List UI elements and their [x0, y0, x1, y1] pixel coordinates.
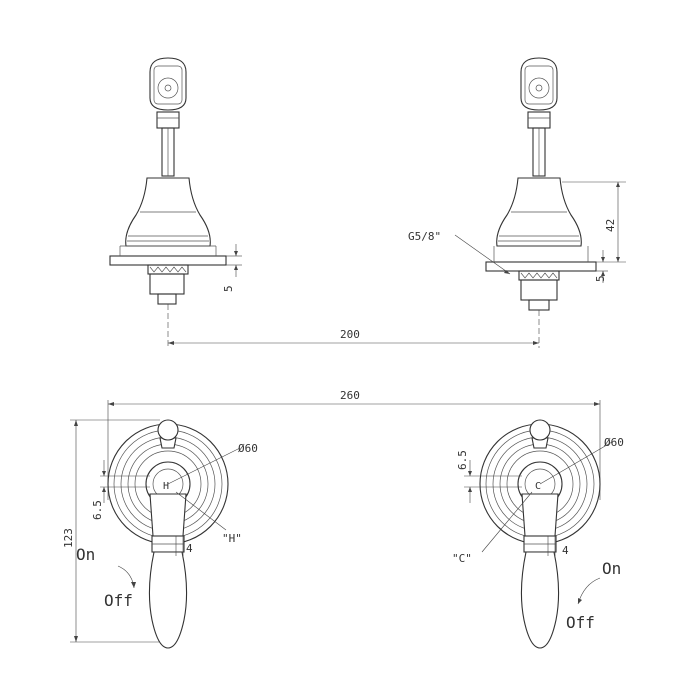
side-view-left-valve: 5 [109, 57, 242, 348]
thread-size-label: G5/8" [408, 230, 441, 243]
flange-dimension-right: 5 [594, 275, 607, 282]
off-label-right: Off [566, 613, 595, 632]
hot-label: "H" [222, 532, 242, 545]
on-label-left: On [76, 545, 95, 564]
side-view-right-valve: 42 5 G5/8" [408, 57, 626, 348]
turn-arrow-left [117, 565, 135, 589]
overall-height-text: 123 [62, 528, 75, 548]
overall-height-dimension: 123 [62, 419, 160, 643]
cold-label: "C" [452, 552, 472, 565]
lever-dimension-left: 4 [186, 542, 193, 555]
front-view-cold-valve: C "C" Ø60 6.5 4 On Off [452, 419, 624, 649]
flange-dimension-left: 5 [222, 285, 235, 292]
hot-mark-inner: H [163, 481, 169, 492]
spacing-dimension-text: 200 [340, 328, 360, 341]
front-view-hot-valve: H "H" Ø60 6.5 4 On Off [76, 419, 258, 649]
off-label-left: Off [104, 591, 133, 610]
diameter-left: Ø60 [238, 442, 258, 455]
diameter-right: Ø60 [604, 436, 624, 449]
on-label-right: On [602, 559, 621, 578]
spacing-dimension: 200 [168, 328, 539, 345]
body-height-dimension: 42 [604, 219, 617, 232]
overall-width-dimension: 260 [107, 389, 601, 500]
lever-dimension-right: 4 [562, 544, 569, 557]
cold-mark-inner: C [535, 481, 541, 492]
overall-width-text: 260 [340, 389, 360, 402]
offset-left: 6.5 [91, 500, 104, 520]
offset-right: 6.5 [456, 450, 469, 470]
